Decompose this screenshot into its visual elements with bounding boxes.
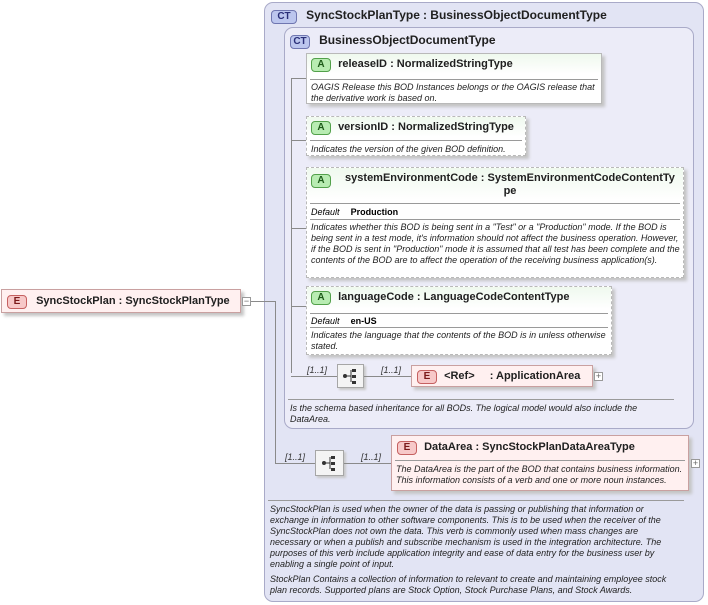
sequence-icon <box>322 456 335 471</box>
complex-type-documentation: SyncStockPlan is used when the owner of … <box>270 504 662 569</box>
attribute-connector <box>291 228 308 229</box>
divider <box>288 399 674 400</box>
attribute-header-text: systemEnvironmentCode : SystemEnvironmen… <box>337 172 683 198</box>
sequence-connector <box>291 376 337 377</box>
element-ref: <Ref> <box>444 370 475 382</box>
collapse-button[interactable]: − <box>242 296 251 306</box>
expand-button[interactable]: + <box>594 371 603 381</box>
base-type-header: CT BusinessObjectDocumentType <box>290 33 670 49</box>
divider <box>268 500 684 501</box>
attribute-documentation: OAGIS Release this BOD Instances belongs… <box>311 82 595 103</box>
attribute-type-wrap: pe <box>503 185 517 197</box>
divider <box>310 313 608 314</box>
complex-type-name: SyncStockPlanType <box>306 8 420 22</box>
attribute-system-environment-code[interactable]: A systemEnvironmentCode : SystemEnvironm… <box>306 167 684 278</box>
divider <box>310 219 680 220</box>
attribute-language-code[interactable]: A languageCode : LanguageCodeContentType… <box>306 286 612 355</box>
root-connector <box>242 301 276 302</box>
sequence-connector <box>364 376 411 377</box>
sequence-cardinality: [1..1] <box>307 365 328 375</box>
attribute-header: A languageCode : LanguageCodeContentType <box>307 287 611 309</box>
attribute-icon: A <box>311 174 331 188</box>
sequence-connector <box>275 463 315 464</box>
attribute-version-id[interactable]: A versionID : NormalizedStringType Indic… <box>306 116 526 156</box>
colon-separator: : <box>480 172 488 184</box>
default-label: Default <box>311 316 340 326</box>
attribute-name: versionID <box>338 121 389 133</box>
attribute-type: NormalizedStringType <box>396 58 513 70</box>
default-label: Default <box>311 207 340 217</box>
colon-separator: : <box>422 8 431 22</box>
divider <box>310 203 680 204</box>
colon-separator: : <box>390 58 397 70</box>
attribute-documentation: Indicates whether this BOD is being sent… <box>311 222 680 265</box>
element-icon: E <box>417 370 437 384</box>
colon-separator: : <box>391 121 398 133</box>
element-icon: E <box>397 441 417 455</box>
attribute-header: A versionID : NormalizedStringType <box>307 117 525 137</box>
divider <box>395 460 685 461</box>
element-type: SyncStockPlanType <box>125 295 230 307</box>
element-type: SyncStockPlanDataAreaType <box>482 441 635 453</box>
attribute-type: NormalizedStringType <box>398 121 514 133</box>
attribute-icon: A <box>311 58 331 72</box>
base-type-name: BusinessObjectDocumentType <box>319 33 496 47</box>
attribute-type: SystemEnvironmentCodeContentTy <box>487 172 675 184</box>
element-header: E DataArea : SyncStockPlanDataAreaType <box>392 436 688 456</box>
attribute-name: releaseID <box>338 58 387 70</box>
divider <box>310 140 522 141</box>
element-name: SyncStockPlan <box>36 295 116 307</box>
element-data-area[interactable]: E DataArea : SyncStockPlanDataAreaType T… <box>391 435 689 491</box>
attribute-release-id[interactable]: A releaseID : NormalizedStringType OAGIS… <box>306 53 602 104</box>
attribute-header: A systemEnvironmentCode : SystemEnvironm… <box>307 168 683 200</box>
divider <box>310 327 608 328</box>
complex-type-icon: CT <box>271 10 297 24</box>
default-value: Production <box>350 207 399 217</box>
element-cardinality: [1..1] <box>361 452 382 462</box>
sequence-connector <box>344 463 391 464</box>
complex-type-base: BusinessObjectDocumentType <box>430 8 607 22</box>
attribute-connector <box>291 140 308 141</box>
expand-button[interactable]: + <box>691 458 700 468</box>
complex-type-documentation: StockPlan Contains a collection of infor… <box>270 574 667 595</box>
element-name: ApplicationArea <box>496 370 581 382</box>
attribute-default: Default Production <box>311 206 398 218</box>
base-type-documentation: Is the schema based inheritance for all … <box>290 403 638 424</box>
root-element-sync-stock-plan[interactable]: E SyncStockPlan : SyncStockPlanType <box>1 289 241 313</box>
attribute-icon: A <box>311 121 331 135</box>
colon-separator: : <box>489 370 497 382</box>
element-application-area[interactable]: E <Ref> : ApplicationArea <box>411 365 593 387</box>
element-header: E SyncStockPlan : SyncStockPlanType <box>2 290 240 309</box>
element-documentation: The DataArea is the part of the BOD that… <box>396 464 683 485</box>
colon-separator: : <box>416 291 424 303</box>
attribute-documentation: Indicates the language that the contents… <box>311 330 606 351</box>
complex-type-header: CT SyncStockPlanType : BusinessObjectDoc… <box>271 8 701 24</box>
attribute-default: Default en-US <box>311 315 377 327</box>
element-cardinality: [1..1] <box>381 365 402 375</box>
attribute-name: languageCode <box>338 291 414 303</box>
attribute-type: LanguageCodeContentType <box>423 291 570 303</box>
sequence-cardinality: [1..1] <box>285 452 306 462</box>
sequence-icon <box>343 369 356 384</box>
base-type-icon: CT <box>290 35 310 49</box>
attribute-icon: A <box>311 291 331 305</box>
sequence-compositor-icon[interactable] <box>337 364 364 388</box>
default-value: en-US <box>350 316 377 326</box>
element-header: E <Ref> : ApplicationArea <box>412 366 592 384</box>
element-name: DataArea <box>424 441 473 453</box>
sequence-connector <box>275 301 276 463</box>
colon-separator: : <box>475 441 483 453</box>
attribute-name: systemEnvironmentCode <box>345 172 478 184</box>
attribute-connector <box>291 78 308 79</box>
attribute-connector <box>291 306 308 307</box>
element-icon: E <box>7 295 27 309</box>
attribute-connector <box>291 78 292 373</box>
colon-separator: : <box>118 295 126 307</box>
attribute-header: A releaseID : NormalizedStringType <box>307 54 601 74</box>
sequence-compositor-icon[interactable] <box>315 450 344 476</box>
divider <box>310 79 598 80</box>
attribute-documentation: Indicates the version of the given BOD d… <box>311 144 506 154</box>
